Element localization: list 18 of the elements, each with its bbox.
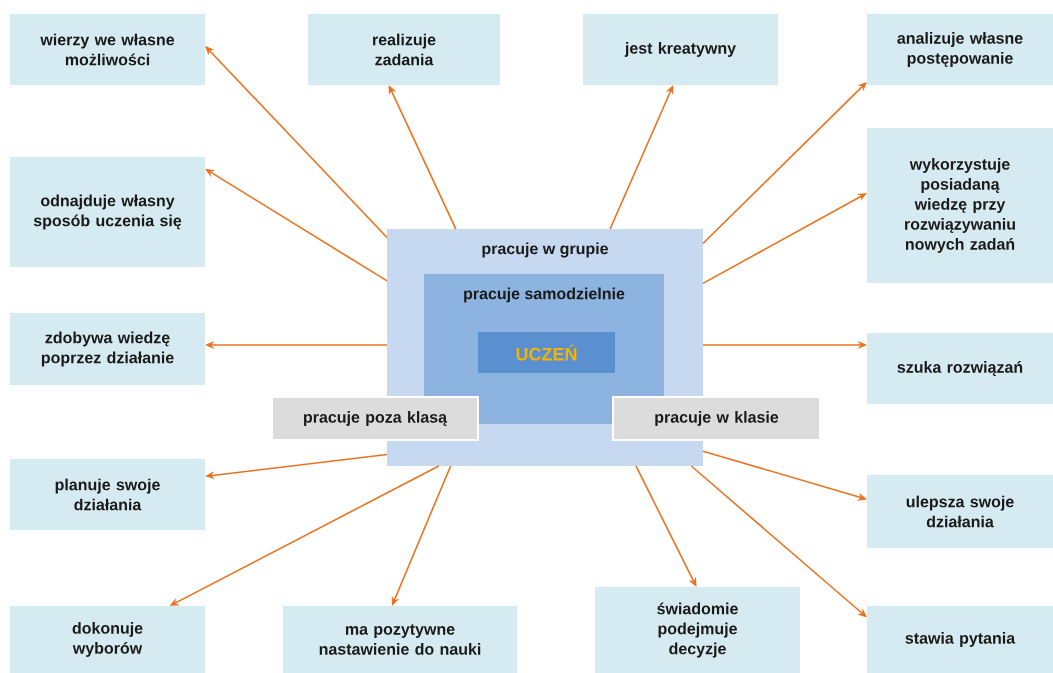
trait-box: analizuje własne postępowanie	[867, 14, 1053, 85]
trait-box: szuka rozwiązań	[867, 333, 1053, 404]
trait-box: ulepsza swoje działania	[867, 475, 1053, 548]
trait-box: stawia pytania	[867, 606, 1053, 673]
trait-box: planuje swoje działania	[10, 459, 205, 530]
trait-box: dokonuje wyborów	[10, 606, 205, 673]
arrow	[205, 168, 388, 282]
trait-box: świadomie podejmuje decyzje	[595, 587, 800, 673]
trait-box: wykorzystuje posiadaną wiedzę przy rozwiązywaniu nowych zadań	[867, 128, 1053, 283]
trait-box: ma pozytywne nastawienie do nauki	[283, 606, 517, 673]
trait-box: realizuje zadania	[308, 14, 500, 85]
trait-box: odnajduje własny sposób uczenia się	[10, 157, 205, 267]
trait-box: zdobywa wiedzę poprzez działanie	[10, 313, 205, 385]
center-box: UCZEŃ	[478, 332, 615, 373]
trait-box: wierzy we własne możliwości	[10, 14, 205, 85]
label-box: pracuje w klasie	[612, 396, 821, 441]
trait-box: jest kreatywny	[583, 14, 778, 85]
label-box: pracuje poza klasą	[271, 396, 479, 441]
